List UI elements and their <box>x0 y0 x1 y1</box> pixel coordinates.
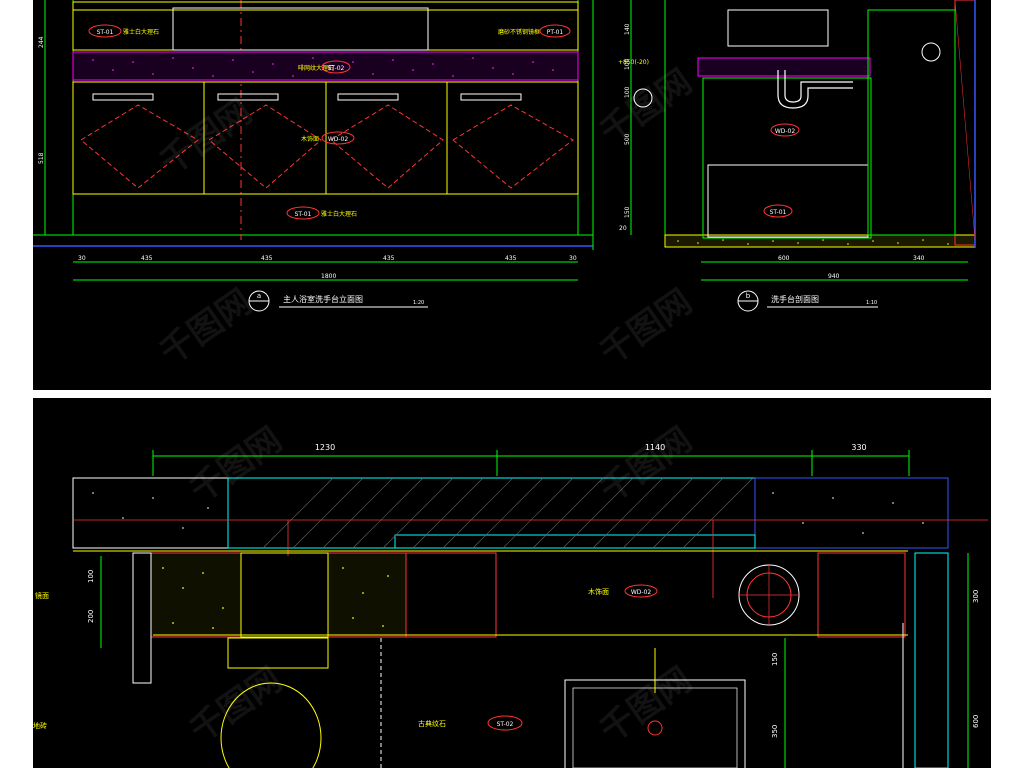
note-label: 木饰面 <box>301 135 319 143</box>
right-wall-cladding <box>914 552 949 768</box>
door-swing-lines <box>80 104 574 189</box>
drawer-handle <box>460 93 522 101</box>
drawer-handle <box>337 93 399 101</box>
mirror-inner <box>172 7 429 51</box>
view-marker-letter: a <box>257 292 261 300</box>
tag-label: WD-02 <box>328 136 349 143</box>
vdim-label: 500 <box>624 133 631 145</box>
dim-label: 30 <box>78 255 86 262</box>
section-cabinet <box>702 77 872 239</box>
section-mirror <box>727 9 829 47</box>
vdim-label: 600 <box>972 715 980 728</box>
storage-cell-3 <box>405 552 497 638</box>
dim-label: 600 <box>778 255 790 262</box>
dim-label: 435 <box>505 255 517 262</box>
left-partition <box>132 552 152 684</box>
note-label: 啡网纹大理石 <box>298 64 334 72</box>
note-label: 木饰面 <box>588 587 609 596</box>
wall-section-band <box>72 477 949 549</box>
vdim-label: 20 <box>619 225 627 232</box>
section-tag <box>770 123 800 137</box>
vdim-label: 150 <box>624 206 631 218</box>
vdim-label: 150 <box>771 653 779 666</box>
dim-label: 330 <box>851 443 866 452</box>
material-tag <box>624 584 658 598</box>
floor-drain <box>647 720 663 736</box>
wall-niche <box>227 477 756 549</box>
note-label: 古典纹石 <box>418 719 446 728</box>
vdim-label: 100 <box>87 570 95 583</box>
tag-label: ST-01 <box>97 29 114 36</box>
view-marker-letter: b <box>746 292 751 300</box>
section-countertop <box>697 57 871 77</box>
dim-label: 1230 <box>315 443 335 452</box>
dim-label: 340 <box>913 255 925 262</box>
toilet-bowl <box>220 682 322 768</box>
material-tag <box>487 715 523 731</box>
shower-tray <box>564 679 746 768</box>
tag-label: PT-01 <box>547 29 564 36</box>
note-label: 磨砂不锈钢镜框 <box>498 28 540 36</box>
mirror-frame <box>72 1 579 51</box>
tag-label: ST-02 <box>497 721 514 728</box>
storage-cell-4 <box>817 552 906 638</box>
concrete-speckle <box>92 492 924 534</box>
note-label: 雅士白大理石 <box>123 28 159 36</box>
dim-label: 435 <box>383 255 395 262</box>
dim-total-label: 940 <box>828 273 840 280</box>
drawer-handle <box>92 93 154 101</box>
drawing-title-a: 主人浴室洗手台立面图 <box>283 294 363 304</box>
countertop-speckle <box>92 57 554 77</box>
dim-label: 30 <box>569 255 577 262</box>
vdim-label: 300 <box>972 590 980 603</box>
plan-svg: 1230 1140 330 <box>33 443 988 768</box>
note-label: 镜面 <box>35 591 49 600</box>
vdim-label: 140 <box>624 23 631 35</box>
note-label: +850(-20) <box>618 59 649 66</box>
scale-label: 1:20 <box>413 300 424 306</box>
dim-label: 435 <box>141 255 153 262</box>
vdim-label: 100 <box>624 58 631 70</box>
tag-label: WD-02 <box>631 589 652 596</box>
wall-right-block <box>754 477 949 549</box>
vdim-label: 244 <box>38 36 45 48</box>
cell-speckle <box>162 567 389 629</box>
dim-label: 1140 <box>645 443 665 452</box>
niche-shelf <box>394 534 756 549</box>
section-drawer <box>707 164 869 238</box>
dim-total-label: 1800 <box>321 273 336 280</box>
dim-label: 435 <box>261 255 273 262</box>
vdim-label: 200 <box>87 610 95 623</box>
toilet-tank <box>227 637 329 669</box>
wall-hatch <box>262 477 754 549</box>
countertop-slab <box>72 51 579 81</box>
tag-label: ST-02 <box>328 65 345 72</box>
vdim-label: 518 <box>38 152 45 164</box>
storage-cell-empty <box>240 552 329 638</box>
vdim-label: 100 <box>624 86 631 98</box>
note-label: 地砖 <box>33 721 47 730</box>
tag-label: WD-02 <box>775 128 796 135</box>
tag-label: ST-01 <box>295 211 312 218</box>
detail-marker <box>633 88 653 108</box>
storage-cell-2 <box>327 552 407 638</box>
floor-speckle <box>677 239 949 245</box>
note-label: 雅士白大理石 <box>321 210 357 218</box>
scale-label: 1:10 <box>866 300 877 306</box>
plan-drawing-panel: 1230 1140 330 <box>33 398 991 768</box>
elevation-drawing-panel: ST-01 ST-02 ST-01 WD-02 PT-01 雅士白大理石 磨砂不… <box>33 0 991 390</box>
detail-marker <box>921 42 941 62</box>
elevation-svg: ST-01 ST-02 ST-01 WD-02 PT-01 雅士白大理石 磨砂不… <box>33 0 976 312</box>
material-tags: ST-01 ST-02 ST-01 WD-02 PT-01 <box>88 24 571 220</box>
drawer-handle <box>217 93 279 101</box>
tag-label: ST-01 <box>770 209 787 216</box>
section-tag <box>763 204 793 218</box>
drawing-title-b: 洗手台剖面图 <box>771 294 819 304</box>
section-wall-cladding <box>867 9 956 236</box>
vdim-label: 350 <box>771 725 779 738</box>
storage-cell-1 <box>150 552 242 638</box>
drain-pipe <box>777 70 853 109</box>
